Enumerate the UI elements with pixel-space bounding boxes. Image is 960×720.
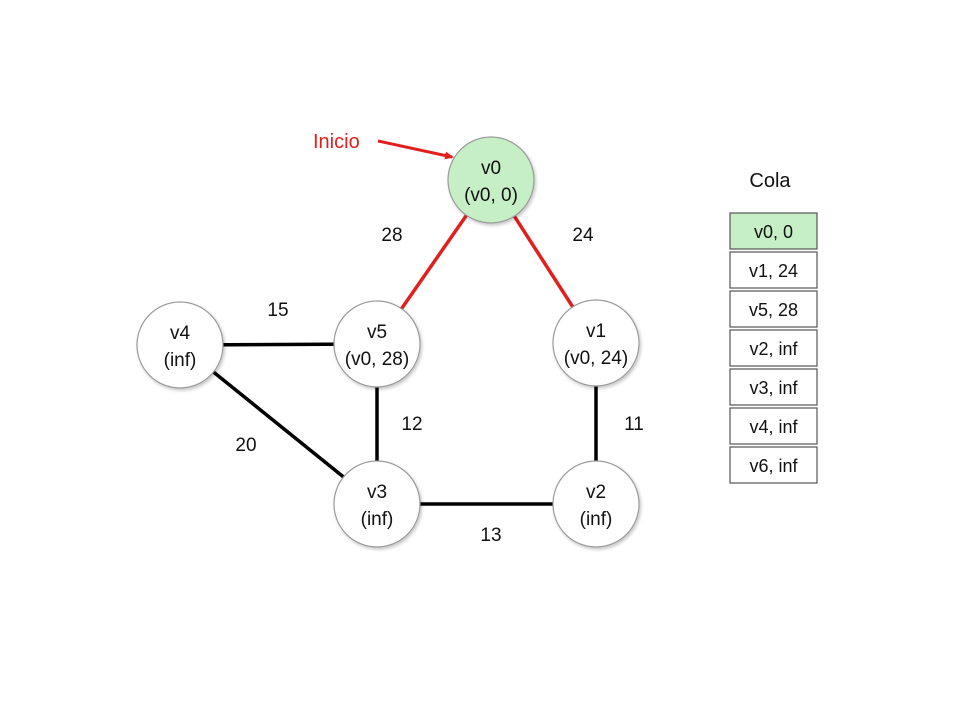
node-value-v1: (v0, 24) bbox=[564, 348, 628, 369]
node-circle-v0 bbox=[447, 136, 535, 224]
queue-item-label: v4, inf bbox=[749, 417, 798, 437]
queue-item-label: v6, inf bbox=[749, 456, 798, 476]
node-value-v5: (v0, 28) bbox=[345, 349, 409, 370]
node-v5: v5 (v0, 28) bbox=[333, 300, 421, 388]
node-value-v2: (inf) bbox=[580, 509, 613, 530]
edge-weight-v4-v3: 20 bbox=[235, 435, 256, 456]
queue-item-label: v2, inf bbox=[749, 339, 798, 359]
node-name-v1: v1 bbox=[586, 321, 606, 342]
node-circle-v1 bbox=[552, 299, 640, 387]
edge-weights-layer: 28 24 15 20 12 11 13 bbox=[235, 225, 643, 546]
edge-weight-v5-v3: 12 bbox=[401, 414, 422, 435]
edge-weight-v3-v2: 13 bbox=[480, 525, 501, 546]
queue-item-label: v3, inf bbox=[749, 378, 798, 398]
nodes-layer: v0 (v0, 0) v1 (v0, 24) v2 (inf) v3 (inf) v4 (inf)… bbox=[136, 136, 640, 548]
start-indicator: Inicio bbox=[313, 131, 454, 160]
node-circle-v5 bbox=[333, 300, 421, 388]
queue-item-box bbox=[729, 329, 818, 367]
queue-item: v3, inf bbox=[729, 368, 818, 406]
queue-item-label: v1, 24 bbox=[749, 261, 798, 281]
queue-item-box bbox=[729, 251, 818, 289]
queue-item: v5, 28 bbox=[729, 290, 818, 328]
node-v2: v2 (inf) bbox=[552, 460, 640, 548]
node-circle-v3 bbox=[333, 460, 421, 548]
node-value-v4: (inf) bbox=[164, 350, 197, 371]
queue-item: v4, inf bbox=[729, 407, 818, 445]
queue-panel: Cola v0, 0 v1, 24 v5, 28 v2, inf v3, inf v4, … bbox=[729, 170, 818, 484]
queue-item: v2, inf bbox=[729, 329, 818, 367]
node-circle-v4 bbox=[136, 301, 224, 389]
start-arrow bbox=[377, 139, 454, 160]
node-circle-v2 bbox=[552, 460, 640, 548]
queue-item-box bbox=[729, 290, 818, 328]
edge-weight-v1-v2: 11 bbox=[624, 414, 644, 435]
queue-item-label: v0, 0 bbox=[754, 222, 793, 242]
node-name-v5: v5 bbox=[367, 322, 387, 343]
queue-item-box bbox=[729, 212, 818, 250]
queue-item-box bbox=[729, 407, 818, 445]
queue-item-label: v5, 28 bbox=[749, 300, 798, 320]
node-v3: v3 (inf) bbox=[333, 460, 421, 548]
node-v4: v4 (inf) bbox=[136, 301, 224, 389]
queue-item: v6, inf bbox=[729, 446, 818, 484]
node-value-v3: (inf) bbox=[361, 509, 394, 530]
node-v1: v1 (v0, 24) bbox=[552, 299, 640, 387]
edge-weight-v0-v1: 24 bbox=[572, 225, 594, 246]
queue-item: v0, 0 bbox=[729, 212, 818, 250]
queue-item: v1, 24 bbox=[729, 251, 818, 289]
start-label: Inicio bbox=[313, 131, 360, 153]
node-v0: v0 (v0, 0) bbox=[447, 136, 535, 224]
node-name-v3: v3 bbox=[367, 482, 387, 503]
node-name-v2: v2 bbox=[586, 482, 606, 503]
node-value-v0: (v0, 0) bbox=[464, 185, 518, 206]
queue-item-box bbox=[729, 446, 818, 484]
queue-item-box bbox=[729, 368, 818, 406]
queue-title: Cola bbox=[749, 170, 791, 192]
edge-weight-v4-v5: 15 bbox=[267, 300, 288, 321]
node-name-v0: v0 bbox=[481, 158, 501, 179]
edge-weight-v0-v5: 28 bbox=[381, 225, 402, 246]
node-name-v4: v4 bbox=[170, 323, 191, 344]
